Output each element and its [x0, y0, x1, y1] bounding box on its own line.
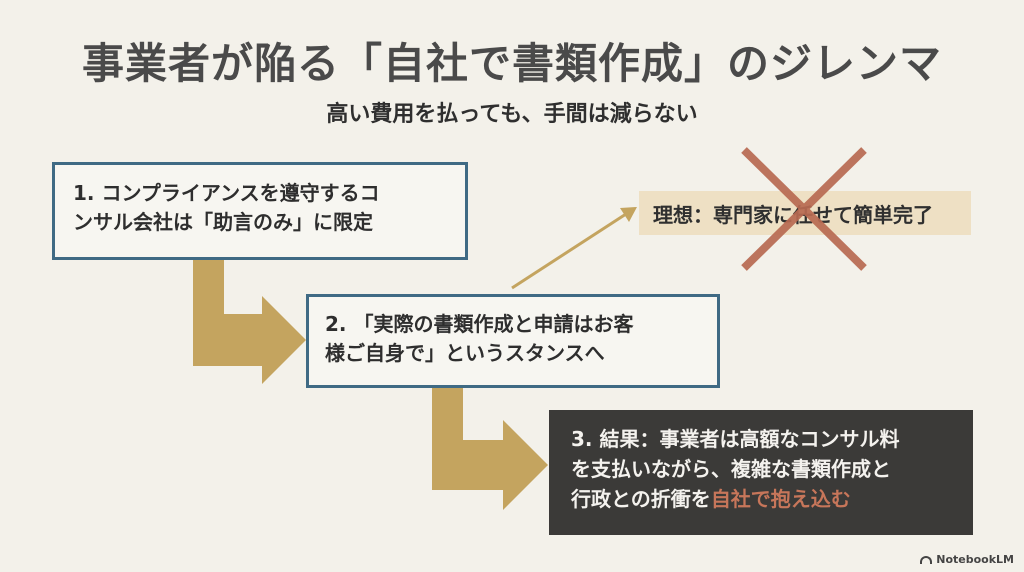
notebooklm-logo: NotebookLM	[920, 553, 1014, 566]
step-1-line-2: ンサル会社は「助言のみ」に限定	[73, 210, 373, 234]
step-3-line-3: 行政との折衝を自社で抱え込む	[571, 484, 955, 514]
step-2-box: 2. 「実際の書類作成と申請はお客 様ご自身で」というスタンスへ	[306, 294, 720, 388]
bend-arrow-1	[193, 260, 306, 384]
notebooklm-label: NotebookLM	[936, 553, 1014, 566]
step-3-highlight-text: 自社で抱え込む	[710, 487, 851, 511]
step-2-line-2: 様ご自身で」というスタンスへ	[325, 341, 605, 365]
step-3-line-3-text: 行政との折衝を	[571, 487, 711, 511]
notebooklm-icon	[920, 555, 933, 564]
step-3-line-2: を支払いながら、複雑な書類作成と	[571, 457, 891, 481]
ideal-pointer-arrow	[511, 207, 637, 290]
page-subtitle: 高い費用を払っても、手間は減らない	[326, 102, 698, 127]
cross-icon	[741, 147, 867, 271]
step-1-box: 1. コンプライアンスを遵守するコ ンサル会社は「助言のみ」に限定	[52, 162, 468, 260]
step-3-result-box: 3. 結果：事業者は高額なコンサル料 を支払いながら、複雑な書類作成と 行政との…	[549, 410, 973, 535]
step-3-line-1: 3. 結果：事業者は高額なコンサル料	[571, 427, 900, 451]
step-2-line-1: 2. 「実際の書類作成と申請はお客	[325, 312, 634, 336]
step-1-line-1: 1. コンプライアンスを遵守するコ	[73, 181, 380, 205]
bend-arrow-2	[432, 388, 548, 510]
page-title: 事業者が陥る「自社で書類作成」のジレンマ	[81, 39, 942, 88]
